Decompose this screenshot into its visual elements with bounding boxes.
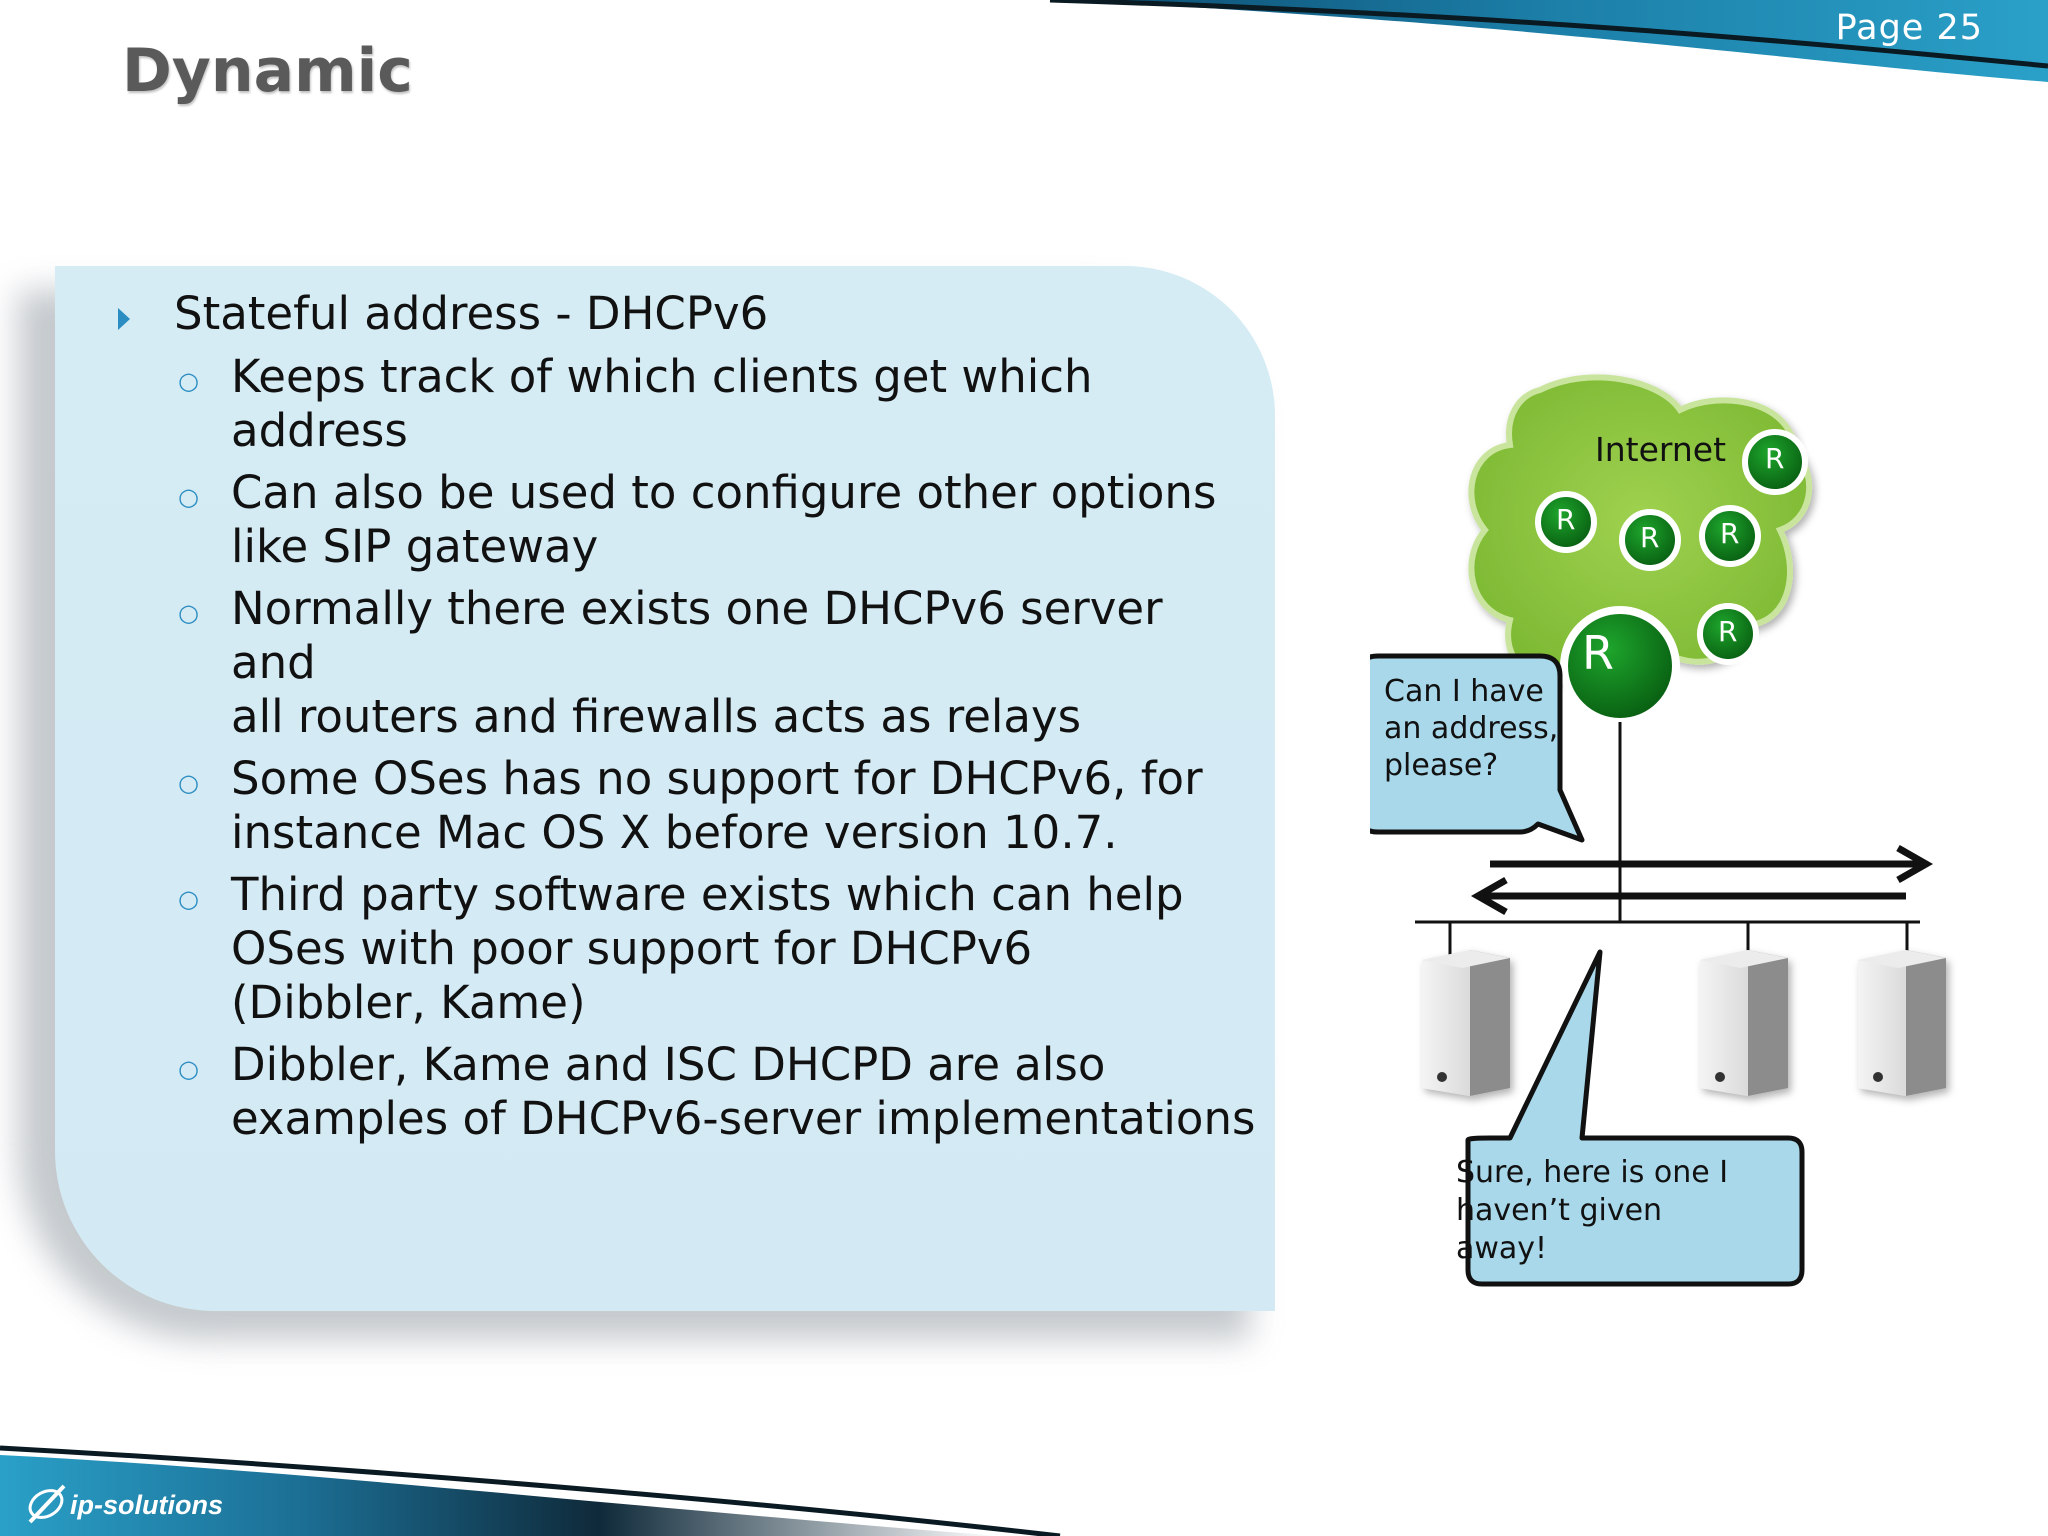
router-label: R — [1640, 521, 1660, 554]
sub-bullet-line: instance Mac OS X before version 10.7. — [231, 806, 1118, 859]
diagram-graphics — [1370, 374, 1946, 1287]
content-panel — [55, 266, 1275, 1311]
bubble-line: Sure, here is one I — [1456, 1155, 1729, 1190]
sub-bullet-line: Keeps track of which clients get which — [231, 350, 1093, 403]
server-icon — [1858, 950, 1946, 1096]
sub-bullet-line: examples of DHCPv6-server implementation… — [231, 1092, 1256, 1145]
router-label: R — [1556, 503, 1576, 536]
bullet-main-text: Stateful address - DHCPv6 — [174, 287, 769, 340]
sub-bullet-line: Normally there exists one DHCPv6 server … — [231, 582, 1163, 689]
reply-speech-bubble — [1465, 949, 1805, 1287]
sub-bullet-line: address — [231, 404, 408, 457]
arrow-right-icon — [1490, 844, 1934, 884]
server-icon — [1422, 950, 1510, 1096]
sub-bullet: ○ Keeps track of which clients get which… — [110, 350, 1260, 458]
arrow-left-icon — [1470, 876, 1906, 916]
router-icon — [1742, 429, 1808, 495]
router-label: R — [1582, 626, 1614, 680]
triangle-bullet-icon — [118, 308, 130, 330]
sub-bullet: ○ Normally there exists one DHCPv6 serve… — [110, 582, 1260, 744]
sub-bullet-line: Some OSes has no support for DHCPv6, for — [231, 752, 1203, 805]
router-label: R — [1720, 517, 1740, 550]
sub-bullet: ○ Can also be used to configure other op… — [110, 466, 1260, 574]
request-speech-bubble — [1370, 653, 1585, 843]
circle-bullet-icon: ○ — [178, 367, 199, 395]
bullet-main: Stateful address - DHCPv6 — [110, 286, 1260, 342]
router-icon — [1619, 509, 1681, 571]
sub-bullet: ○ Dibbler, Kame and ISC DHCPD are also e… — [110, 1038, 1260, 1146]
ip-solutions-logo: ip-solutions — [28, 1484, 223, 1524]
sub-bullet-line: OSes with poor support for DHCPv6 — [231, 922, 1033, 975]
bubble-line: away! — [1456, 1231, 1548, 1266]
sub-bullet-line: Dibbler, Kame and ISC DHCPD are also — [231, 1038, 1106, 1091]
internet-label: Internet — [1595, 430, 1727, 469]
bullet-list: Stateful address - DHCPv6 ○ Keeps track … — [110, 286, 1260, 1146]
router-icon — [1535, 491, 1597, 553]
page-number: Page 25 — [1835, 8, 1983, 48]
circle-bullet-icon: ○ — [178, 885, 199, 913]
router-icon — [1697, 603, 1759, 665]
reply-bubble-text: Sure, here is one I haven’t given away! — [1456, 1154, 1728, 1268]
router-icon-large — [1560, 606, 1680, 726]
circle-bullet-icon: ○ — [178, 599, 199, 627]
circle-bullet-icon: ○ — [178, 483, 199, 511]
sub-bullet-line: Can also be used to configure other opti… — [231, 466, 1217, 519]
bubble-line: an address, — [1384, 711, 1559, 746]
logo-text: ip-solutions — [70, 1490, 223, 1520]
bubble-line: Can I have — [1384, 674, 1544, 709]
request-bubble-text: Can I have an address, please? — [1384, 673, 1558, 784]
router-label: R — [1765, 442, 1785, 475]
router-icon — [1699, 505, 1761, 567]
sub-bullet-line: Third party software exists which can he… — [231, 868, 1184, 921]
dhcp-network-diagram: Internet R R R R R R Can I have an addre… — [1370, 370, 1970, 1290]
server-icon — [1700, 950, 1788, 1096]
slide-title: Dynamic — [122, 36, 413, 106]
sub-bullet-line: like SIP gateway — [231, 520, 599, 573]
sub-bullet-line: (Dibbler, Kame) — [231, 976, 586, 1029]
bubble-line: haven’t given — [1456, 1193, 1663, 1228]
circle-bullet-icon: ○ — [178, 769, 199, 797]
circle-bullet-icon: ○ — [178, 1055, 199, 1083]
sub-bullet: ○ Some OSes has no support for DHCPv6, f… — [110, 752, 1260, 860]
router-label: R — [1718, 615, 1738, 648]
bubble-line: please? — [1384, 748, 1499, 783]
sub-bullet-line: all routers and firewalls acts as relays — [231, 690, 1082, 743]
sub-bullet: ○ Third party software exists which can … — [110, 868, 1260, 1030]
